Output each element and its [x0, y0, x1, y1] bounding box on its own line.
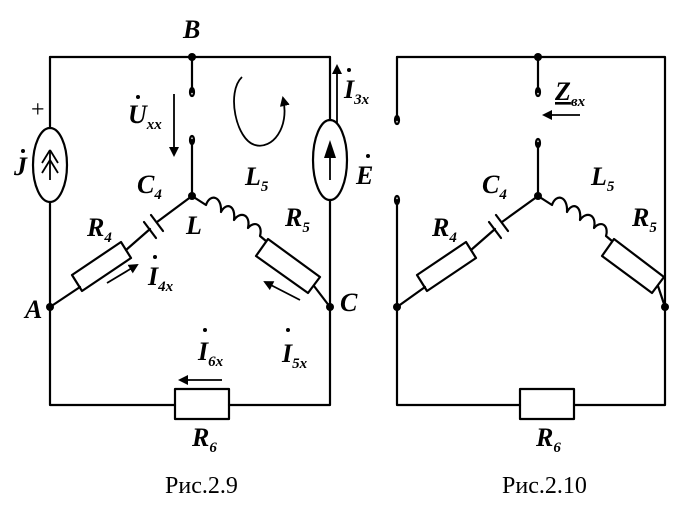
- wire-r4-c4-2: [469, 227, 497, 252]
- label-r5-2: R5: [631, 203, 657, 236]
- resistor-r4: [70, 240, 133, 293]
- wire-r4-c4: [124, 227, 152, 252]
- figure-2-9: B A C L + J E Uxx I3x I4x I5x I6x C4 L5 …: [13, 15, 373, 499]
- label-c4: C4: [137, 170, 162, 203]
- wire-frame-bottom-left: [395, 305, 522, 407]
- label-i6x: I6x: [197, 337, 224, 370]
- label-r5: R5: [284, 203, 310, 236]
- label-r6-2: R6: [535, 423, 561, 456]
- node-center-2: [534, 192, 542, 200]
- wire-c4-node-2: [500, 194, 540, 224]
- node-left-2: [393, 303, 401, 311]
- wire-left-r4: [395, 285, 427, 309]
- inductor-l5: [190, 194, 268, 243]
- wire-r5-c: [312, 284, 332, 309]
- loop-arrow: [233, 76, 290, 147]
- label-i3x: I3x: [343, 75, 370, 108]
- figure-2-10: Zвх C4 L5 R4 R5 R6 Рис.2.10: [393, 53, 669, 499]
- resistor-r5: [254, 237, 322, 295]
- terminal-lower: [188, 134, 196, 146]
- caption-fig-2-9: Рис.2.9: [165, 473, 238, 499]
- wire-a-r4: [48, 285, 82, 309]
- label-l5-2: L5: [590, 162, 615, 195]
- wire-bottom-right: [227, 305, 332, 407]
- node-top-2: [534, 53, 542, 61]
- node-c: [326, 303, 334, 311]
- label-c4-2: C4: [482, 170, 507, 203]
- terminal-left-upper: [393, 114, 401, 126]
- wire-frame-top: [395, 55, 667, 407]
- emf-source-e: [311, 118, 349, 202]
- node-b: [188, 53, 196, 61]
- label-r6: R6: [191, 423, 217, 456]
- node-right-2: [661, 303, 669, 311]
- node-label-a: A: [23, 295, 42, 324]
- label-zvx: Zвх: [554, 77, 586, 110]
- terminal-upper: [188, 86, 196, 98]
- source-j-label: J: [13, 152, 28, 181]
- label-r4-2: R4: [431, 213, 457, 246]
- source-e-label: E: [355, 161, 373, 190]
- label-uxx: Uxx: [128, 100, 162, 133]
- arrow-i5x: [263, 281, 301, 301]
- node-label-c: C: [340, 288, 358, 317]
- inductor-l5-2: [536, 194, 614, 243]
- resistor-r6-2: [518, 387, 576, 421]
- resistor-r4-2: [415, 240, 478, 293]
- resistor-r5-2: [600, 237, 666, 295]
- node-label-l: L: [185, 211, 202, 240]
- caption-fig-2-10: Рис.2.10: [502, 473, 587, 499]
- wire-left-lower: [48, 305, 177, 407]
- label-i5x: I5x: [281, 339, 308, 372]
- node-l: [188, 192, 196, 200]
- capacitor-c4-2-plate1: [487, 220, 503, 240]
- label-i4x: I4x: [147, 262, 174, 295]
- resistor-r6: [173, 387, 231, 421]
- arrow-i4x: [106, 263, 139, 284]
- wire-c4-l: [155, 194, 194, 224]
- source-j-sign: +: [31, 97, 45, 123]
- node-a: [46, 303, 54, 311]
- current-source-j: [31, 126, 69, 204]
- terminal-center-upper: [534, 86, 542, 98]
- capacitor-c4-plate1: [142, 220, 158, 240]
- node-label-b: B: [182, 15, 200, 44]
- label-l5: L5: [244, 162, 269, 195]
- label-r4: R4: [86, 213, 112, 246]
